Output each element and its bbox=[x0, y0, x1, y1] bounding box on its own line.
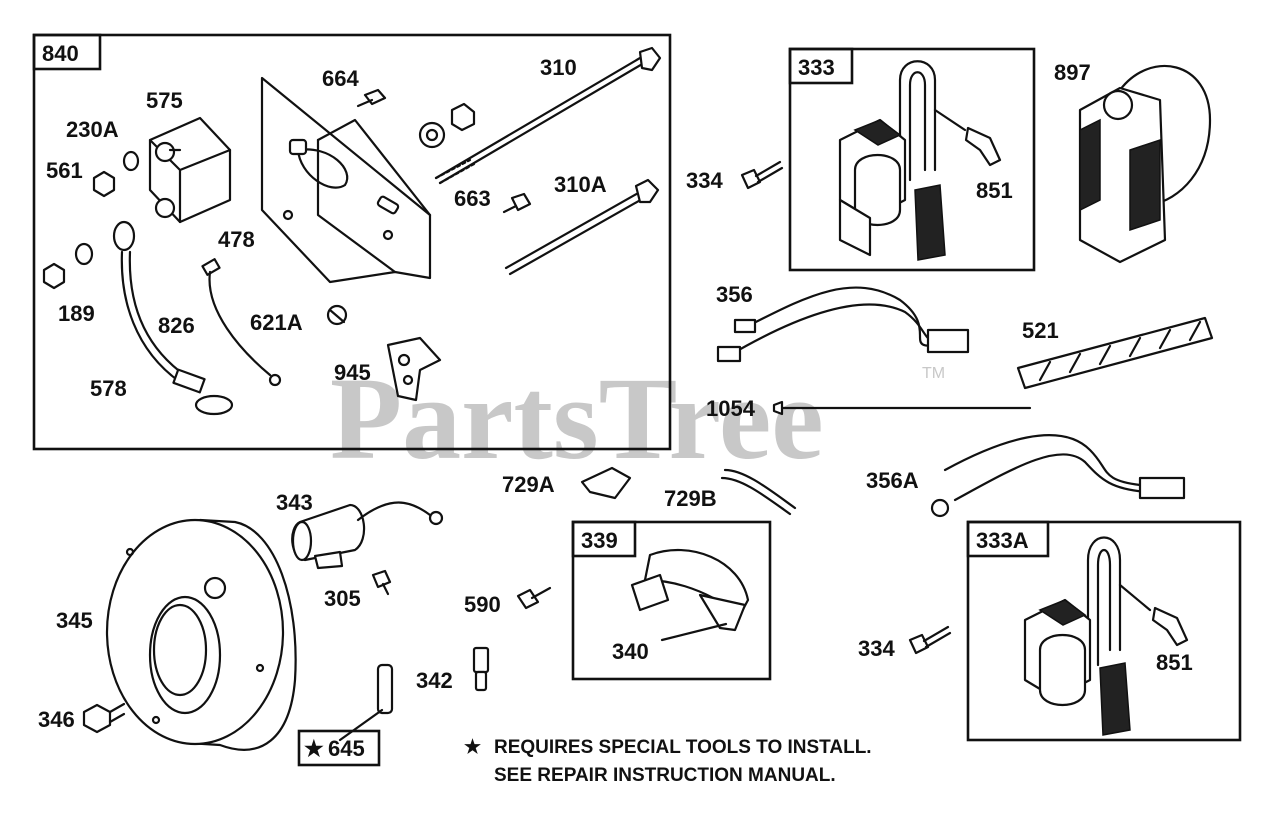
box-label-333a: 333A bbox=[976, 528, 1029, 553]
part-851-spark-plug-terminal-lower[interactable] bbox=[1151, 606, 1189, 647]
label-945: 945 bbox=[334, 360, 371, 385]
part-897-armature[interactable] bbox=[1078, 65, 1212, 264]
label-310a: 310A bbox=[554, 172, 607, 197]
part-189-nut[interactable] bbox=[42, 262, 66, 290]
part-356-wire-harness[interactable] bbox=[716, 286, 970, 363]
label-664: 664 bbox=[322, 66, 359, 91]
label-478: 478 bbox=[218, 227, 255, 252]
box-label-840: 840 bbox=[42, 41, 79, 66]
part-333a-ignition-armature[interactable] bbox=[1023, 536, 1152, 736]
label-345: 345 bbox=[56, 608, 93, 633]
part-851-spark-plug-terminal[interactable] bbox=[964, 126, 1002, 167]
label-575: 575 bbox=[146, 88, 183, 113]
leader-340 bbox=[660, 622, 728, 642]
label-356: 356 bbox=[716, 282, 753, 307]
label-897: 897 bbox=[1054, 60, 1091, 85]
part-575-terminal-block[interactable] bbox=[148, 116, 232, 224]
group-box-333 bbox=[788, 47, 1036, 272]
part-346-bolt[interactable] bbox=[82, 702, 126, 734]
box-label-frame-333a bbox=[966, 520, 1050, 558]
group-box-840 bbox=[32, 33, 672, 451]
part-621a-clip[interactable] bbox=[326, 304, 348, 326]
label-663: 663 bbox=[454, 186, 491, 211]
part-840-mounting-plate[interactable] bbox=[260, 76, 432, 284]
label-1054: 1054 bbox=[706, 396, 756, 421]
part-310a-bolt[interactable] bbox=[504, 178, 660, 276]
label-578: 578 bbox=[90, 376, 127, 401]
box-label-frame-645 bbox=[297, 729, 381, 767]
part-729b-spring[interactable] bbox=[720, 468, 797, 516]
box-label-645: 645 bbox=[328, 736, 365, 761]
part-339-breaker-points[interactable] bbox=[630, 548, 750, 632]
part-342-terminal[interactable] bbox=[472, 646, 490, 692]
part-189-lockwasher[interactable] bbox=[74, 242, 94, 266]
group-box-333a bbox=[966, 520, 1242, 742]
part-561-nut[interactable] bbox=[92, 170, 116, 198]
part-664-screw[interactable] bbox=[356, 88, 387, 108]
part-826-ground-wire[interactable] bbox=[201, 258, 282, 387]
label-346: 346 bbox=[38, 707, 75, 732]
part-663-screw[interactable] bbox=[502, 192, 532, 214]
part-334-screw[interactable] bbox=[740, 160, 784, 190]
part-230a-washer[interactable] bbox=[122, 150, 140, 172]
box-label-frame-333 bbox=[788, 47, 854, 85]
watermark-trademark: TM bbox=[922, 365, 945, 382]
part-645-flywheel-key[interactable] bbox=[338, 663, 394, 742]
label-521: 521 bbox=[1022, 318, 1059, 343]
label-729b: 729B bbox=[664, 486, 717, 511]
box-label-frame-339 bbox=[571, 520, 637, 558]
label-342: 342 bbox=[416, 668, 453, 693]
label-826: 826 bbox=[158, 313, 195, 338]
part-345-flywheel[interactable] bbox=[105, 518, 297, 751]
label-590: 590 bbox=[464, 592, 501, 617]
label-343: 343 bbox=[276, 490, 313, 515]
part-1054-cable-tie[interactable] bbox=[772, 400, 1032, 416]
label-230a: 230A bbox=[66, 117, 119, 142]
label-356a: 356A bbox=[866, 468, 919, 493]
note-line-1: REQUIRES SPECIAL TOOLS TO INSTALL. bbox=[494, 737, 872, 758]
box-label-333: 333 bbox=[798, 55, 835, 80]
label-310: 310 bbox=[540, 55, 577, 80]
part-578-battery-cable[interactable] bbox=[112, 220, 234, 416]
label-189: 189 bbox=[58, 301, 95, 326]
label-851-top: 851 bbox=[976, 178, 1013, 203]
part-310-long-bolt[interactable] bbox=[418, 46, 662, 185]
part-590-screw[interactable] bbox=[516, 586, 552, 610]
box-label-frame-840 bbox=[32, 33, 102, 71]
label-334-bottom: 334 bbox=[858, 636, 895, 661]
label-729a: 729A bbox=[502, 472, 555, 497]
label-851-bottom: 851 bbox=[1156, 650, 1193, 675]
part-521-sleeve[interactable] bbox=[1016, 316, 1214, 390]
part-729a-clip[interactable] bbox=[580, 466, 632, 500]
box-label-339: 339 bbox=[581, 528, 618, 553]
group-box-339 bbox=[571, 520, 772, 681]
label-334-top: 334 bbox=[686, 168, 723, 193]
part-356a-wire-harness[interactable] bbox=[930, 434, 1186, 518]
label-305: 305 bbox=[324, 586, 361, 611]
box-label-645-star: ★ bbox=[304, 736, 324, 761]
part-333-ignition-armature[interactable] bbox=[838, 60, 967, 261]
note-star: ★ bbox=[464, 737, 481, 758]
label-621a: 621A bbox=[250, 310, 303, 335]
part-305-screw[interactable] bbox=[371, 569, 392, 596]
part-334-screw-lower[interactable] bbox=[908, 625, 952, 655]
label-340: 340 bbox=[612, 639, 649, 664]
part-945-bracket[interactable] bbox=[386, 336, 442, 402]
label-561: 561 bbox=[46, 158, 83, 183]
part-343-condenser[interactable] bbox=[291, 501, 444, 570]
note-line-2: SEE REPAIR INSTRUCTION MANUAL. bbox=[494, 765, 836, 786]
